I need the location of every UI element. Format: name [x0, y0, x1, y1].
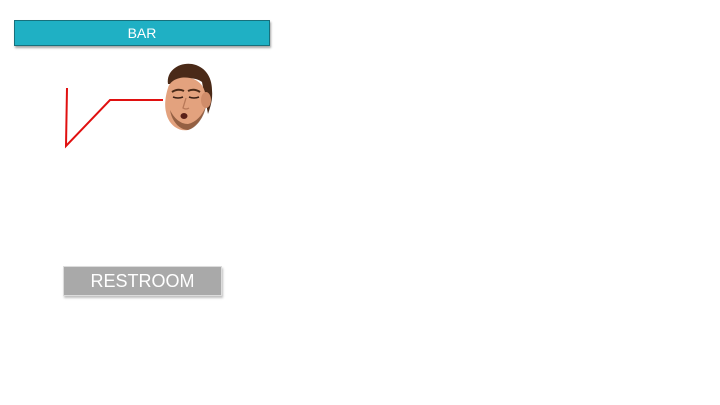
bar-label-text: BAR: [127, 25, 157, 41]
path-line: [64, 87, 163, 149]
restroom-label-box: RESTROOM: [63, 266, 222, 296]
restroom-label-text: RESTROOM: [90, 271, 195, 291]
person-head-image: [165, 63, 213, 131]
bar-label-box: BAR: [14, 20, 270, 46]
